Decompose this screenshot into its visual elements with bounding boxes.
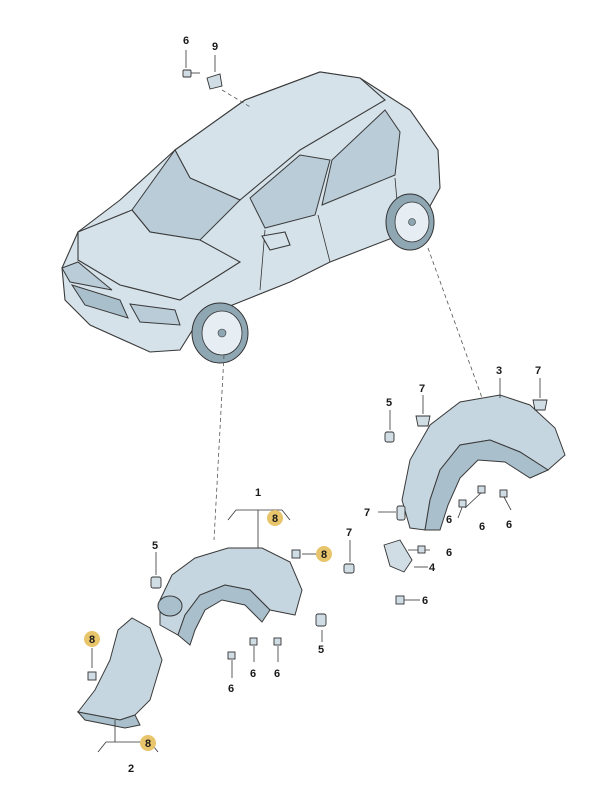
rear-wheel-housing-liner (401, 394, 566, 531)
callout-6-d: 6 (446, 547, 452, 559)
callout-8-c: 8 (321, 549, 327, 561)
callout-8-a: 8 (89, 634, 95, 646)
callout-6-f: 6 (250, 668, 256, 680)
callout-5-upper: 5 (386, 397, 392, 409)
callout-3: 3 (496, 365, 502, 377)
rear-liner-hardware (343, 378, 548, 605)
callout-6-g: 6 (274, 668, 280, 680)
callout-6-a: 6 (422, 595, 428, 607)
callout-8-d: 8 (145, 738, 151, 750)
highlight-badge-8-a (84, 631, 100, 647)
callout-2: 2 (128, 763, 134, 775)
nut-8-left (87, 648, 97, 681)
callout-6-e: 6 (228, 683, 234, 695)
callout-6-top: 6 (183, 35, 189, 47)
callout-1: 1 (255, 487, 261, 499)
callout-5-mid: 5 (318, 644, 324, 656)
car-illustration (61, 71, 441, 364)
guide-line-front-wheel (213, 354, 225, 541)
guide-line-rear-wheel (427, 247, 491, 421)
callout-5-left: 5 (152, 540, 158, 552)
front-wheel-housing-liner (157, 547, 303, 646)
air-guide-panel (76, 617, 163, 729)
callout-7-c: 7 (364, 507, 370, 519)
guide-line-top (221, 89, 253, 109)
top-screw-and-clip (182, 50, 223, 90)
callout-1-bracket (227, 509, 291, 548)
callout-6-b: 6 (479, 521, 485, 533)
callout-7-b: 7 (535, 365, 541, 377)
callout-4: 4 (429, 562, 436, 574)
callout-8-b: 8 (272, 513, 278, 525)
nut-8-upper (291, 549, 316, 559)
highlight-badge-8-c (316, 546, 332, 562)
callout-6-c: 6 (506, 519, 512, 531)
front-liner-hardware (150, 552, 327, 678)
highlight-badge-8-b (267, 510, 283, 526)
callout-6-h: 6 (446, 514, 452, 526)
callout-9: 9 (212, 41, 218, 53)
callout-7-a: 7 (419, 383, 425, 395)
callout-7-d: 7 (346, 527, 352, 539)
highlight-badge-8-d (140, 735, 156, 751)
